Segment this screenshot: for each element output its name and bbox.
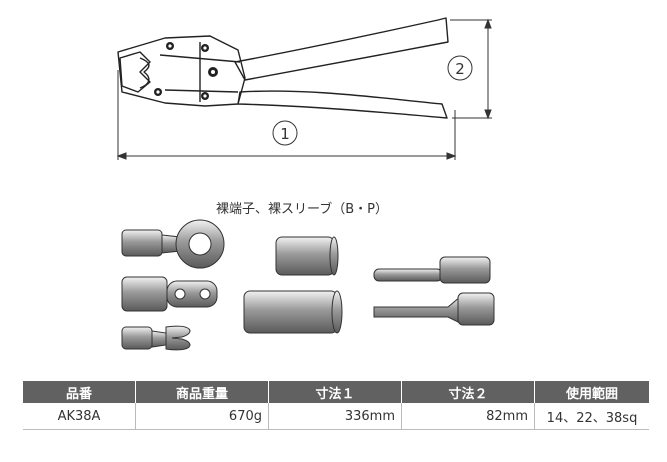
dimension-2-label: 2 — [455, 60, 465, 78]
header-dimension-1: 寸法１ — [268, 381, 402, 403]
crimping-tool-drawing: 1 2 — [116, 17, 492, 160]
header-range: 使用範囲 — [534, 381, 649, 403]
header-part-number: 品番 — [23, 381, 136, 403]
ring-terminal-icon — [121, 219, 225, 269]
header-dimension-2: 寸法２ — [401, 381, 535, 403]
spec-table: 品番 商品重量 寸法１ 寸法２ 使用範囲 AK38A 670g 336mm 82… — [23, 381, 649, 430]
pin-terminal-long-icon — [373, 292, 495, 326]
cell-range: 14、22、38sq — [534, 403, 649, 430]
fork-terminal-icon — [121, 325, 191, 351]
spec-table-header: 品番 商品重量 寸法１ 寸法２ 使用範囲 — [23, 381, 649, 403]
cell-dimension-2: 82mm — [401, 403, 535, 430]
double-hole-terminal-icon — [121, 276, 218, 312]
terminals-illustration — [121, 219, 495, 351]
table-row: AK38A 670g 336mm 82mm 14、22、38sq — [23, 403, 649, 430]
cell-weight: 670g — [135, 403, 269, 430]
header-weight: 商品重量 — [135, 381, 269, 403]
pin-terminal-short-icon — [373, 256, 491, 284]
dimension-1-label: 1 — [280, 125, 290, 143]
long-sleeve-icon — [243, 290, 343, 334]
cell-dimension-1: 336mm — [268, 403, 402, 430]
short-sleeve-icon — [275, 236, 339, 276]
terminals-caption: 裸端子、裸スリーブ（B・P） — [216, 202, 388, 217]
cell-part-number: AK38A — [23, 403, 136, 430]
